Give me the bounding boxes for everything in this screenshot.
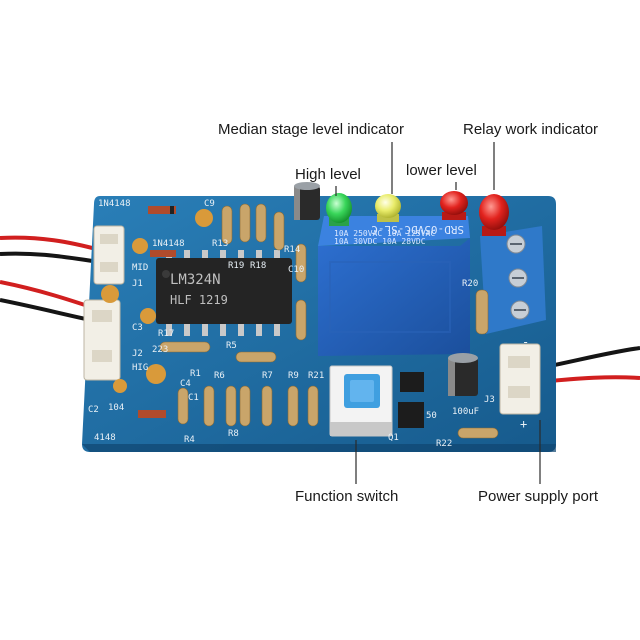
silk-1n4148-top: 1N4148 [98, 199, 131, 209]
connector-j1 [93, 225, 125, 285]
lower-level-label: lower level [406, 162, 477, 179]
silk-hig: HIG [132, 363, 148, 373]
silk-c1: C1 [188, 393, 199, 403]
silk-c10: C10 [288, 265, 304, 275]
led-red-right [479, 194, 509, 236]
silk-r19: R19 [228, 261, 244, 271]
relay-work-indicator-label: Relay work indicator [463, 121, 599, 138]
silk-r8: R8 [228, 429, 239, 439]
silk-r7: R7 [262, 371, 273, 381]
high-level-label: High level [295, 166, 361, 183]
silk-q1: Q1 [388, 433, 399, 443]
lm324-ic: LM324N HLF 1219 [156, 250, 292, 336]
silk-gnd: - [522, 335, 529, 349]
silk-r17: R17 [158, 329, 174, 339]
capacitor-top [294, 182, 320, 220]
silk-c2: C2 [88, 405, 99, 415]
silk-r18: R18 [250, 261, 266, 271]
silk-r4: R4 [184, 435, 195, 445]
silk-100uf: 100uF [452, 407, 479, 417]
led-green [326, 193, 352, 226]
relay-label-2: 10A 250VAC 10A 125VAC [334, 229, 435, 238]
function-switch-button [329, 365, 393, 437]
silk-r9: R9 [288, 371, 299, 381]
transistors [398, 372, 424, 428]
resistors [159, 203, 499, 439]
power-connector [499, 343, 541, 415]
silk-r14: R14 [284, 245, 300, 255]
power-supply-port-label: Power supply port [478, 488, 599, 505]
silk-c9: C9 [204, 199, 215, 209]
ceramic-capacitors [101, 209, 213, 393]
silkscreen: 1N4148 1N4148 4148 J1 MID J2 HIG C1 C2 C… [88, 199, 529, 449]
relay: SRD-05VDC-SL-C 10A 250VAC 10A 125VAC 10A… [318, 216, 470, 356]
connector-j2 [83, 299, 121, 381]
silk-j3: J3 [484, 395, 495, 405]
relay-label-1: SRD-05VDC-SL-C [371, 223, 464, 236]
ic-label-2: HLF 1219 [170, 293, 228, 307]
silk-104: 104 [108, 403, 124, 413]
silk-r21: R21 [308, 371, 324, 381]
led-yellow [375, 194, 401, 222]
silk-r13: R13 [212, 239, 228, 249]
diodes [138, 206, 176, 418]
silk-j1: J1 [132, 279, 143, 289]
terminal-block [480, 226, 546, 334]
median-stage-level-indicator-label: Median stage level indicator [218, 121, 404, 138]
silk-mid: MID [132, 263, 148, 273]
silk-r20: R20 [462, 279, 478, 289]
function-switch-label: Function switch [295, 488, 399, 505]
capacitor-bottom [448, 353, 478, 396]
callout-lines [335, 142, 541, 484]
silk-r1: R1 [190, 369, 201, 379]
silk-r22: R22 [436, 439, 452, 449]
silk-50: 50 [426, 411, 437, 421]
silk-c3: C3 [132, 323, 143, 333]
led-red-left [440, 191, 468, 220]
silk-c4: C4 [180, 379, 191, 389]
silk-1n4148-mid: 1N4148 [152, 239, 185, 249]
silk-223: 223 [152, 345, 168, 355]
silk-j2: J2 [132, 349, 143, 359]
silk-4148-bottom: 4148 [94, 433, 116, 443]
relay-label-3: 10A 30VDC 10A 28VDC [334, 237, 426, 246]
silk-r6: R6 [214, 371, 225, 381]
silk-vcc: + [520, 417, 527, 431]
silk-r5: R5 [226, 341, 237, 351]
ic-label-1: LM324N [170, 272, 221, 288]
